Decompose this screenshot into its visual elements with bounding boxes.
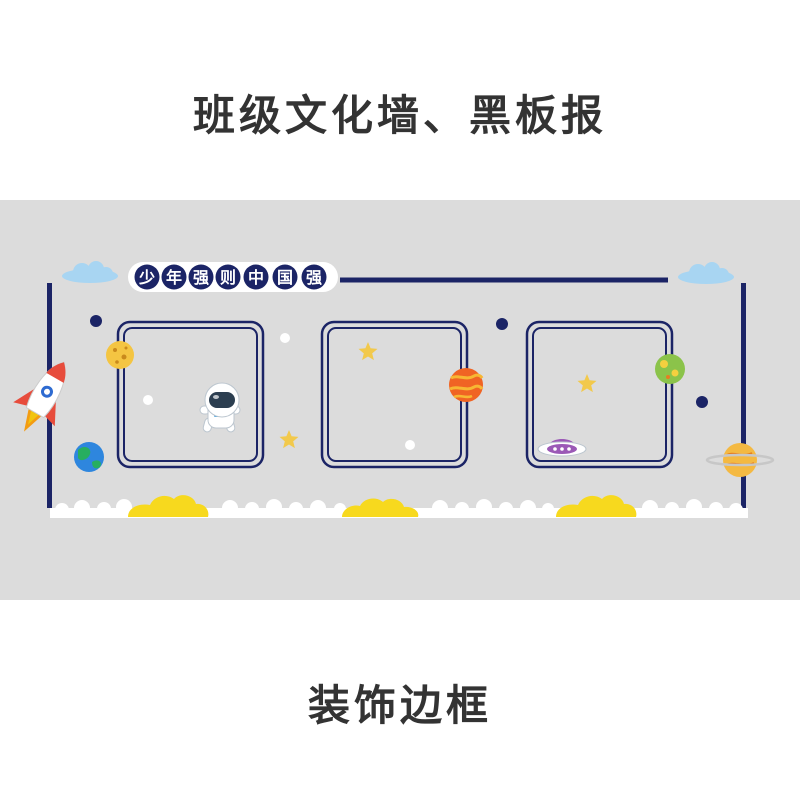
star-icon bbox=[358, 342, 378, 361]
board-border bbox=[47, 277, 746, 508]
slogan-char: 年 bbox=[166, 268, 182, 287]
photo-frame-1 bbox=[116, 320, 265, 469]
dot-icon bbox=[696, 396, 708, 408]
slogan-char: 少 bbox=[138, 268, 155, 287]
astronaut-icon bbox=[199, 382, 241, 433]
cloud-icon bbox=[342, 498, 419, 517]
planet-saturn-icon bbox=[705, 443, 775, 477]
cloud-icon bbox=[62, 261, 118, 283]
slogan-char: 强 bbox=[193, 268, 209, 287]
planet-yellow-icon bbox=[106, 341, 134, 369]
planet-green-icon bbox=[655, 354, 685, 384]
slogan-char: 国 bbox=[277, 268, 293, 287]
slogan-char: 则 bbox=[220, 268, 236, 287]
dot-icon bbox=[496, 318, 508, 330]
cloud-icon bbox=[556, 495, 637, 517]
planet-earth-icon bbox=[74, 442, 104, 472]
photo-frame-3 bbox=[525, 320, 674, 469]
page-title: 班级文化墙、黑板报 bbox=[192, 91, 607, 140]
photo-frame-2 bbox=[320, 320, 469, 469]
decorative-board: 少 年 强 则 中 国 强 bbox=[13, 261, 775, 518]
dot-icon bbox=[143, 395, 153, 405]
wall-mockup: 少 年 强 则 中 国 强 bbox=[0, 200, 800, 600]
slogan-char: 强 bbox=[306, 268, 322, 287]
rocket-icon bbox=[13, 361, 66, 432]
dot-icon bbox=[280, 333, 290, 343]
cloud-icon bbox=[678, 262, 734, 284]
dot-icon bbox=[90, 315, 102, 327]
slogan-banner: 少 年 强 则 中 国 强 bbox=[128, 262, 338, 292]
cloud-icon bbox=[128, 495, 209, 517]
caption: 装饰边框 bbox=[307, 681, 492, 730]
star-icon bbox=[577, 374, 597, 393]
slogan-char: 中 bbox=[248, 268, 264, 287]
dot-icon bbox=[405, 440, 415, 450]
planet-orange-icon bbox=[449, 368, 484, 402]
star-icon bbox=[279, 430, 299, 449]
ufo-icon bbox=[537, 439, 587, 457]
